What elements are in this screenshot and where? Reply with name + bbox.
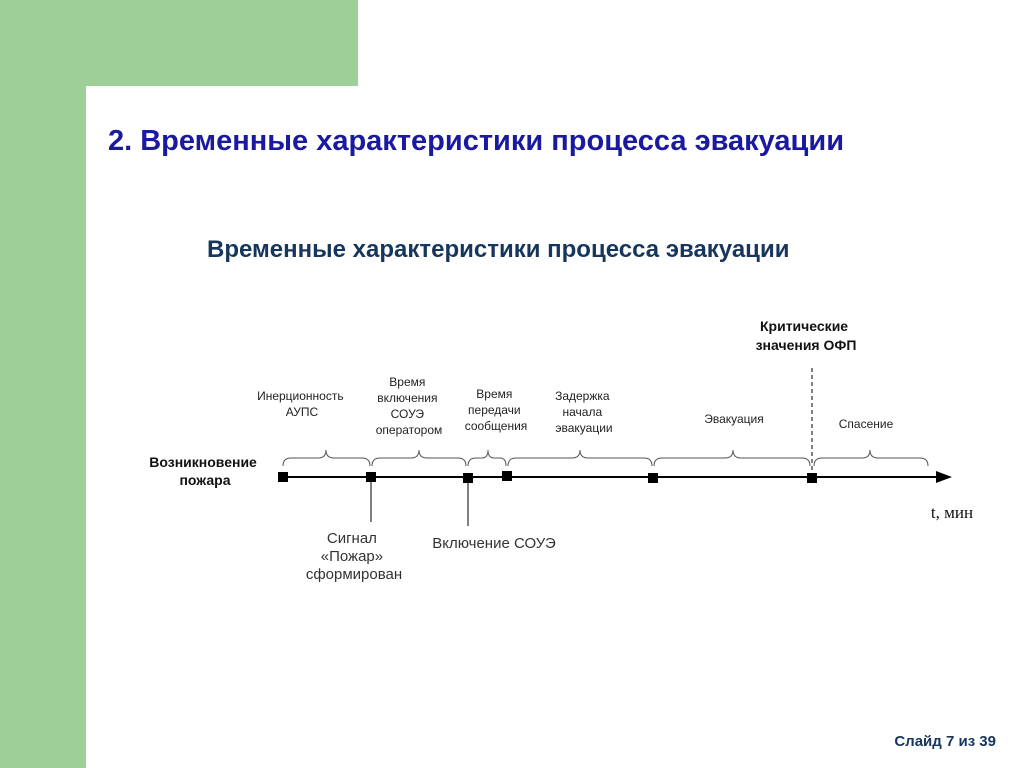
- timeline-marker-fire-start: [278, 472, 288, 482]
- timeline-marker-message: [502, 471, 512, 481]
- fire-start-label-line: Возникновение: [149, 454, 257, 470]
- timeline-marker-evacuation-start: [648, 473, 658, 483]
- event-label-line: «Пожар»: [321, 548, 383, 565]
- brace-activation: [371, 449, 467, 467]
- content-panel: [86, 86, 1024, 768]
- timeline-marker-critical: [807, 473, 817, 483]
- segment-label-rescue: Спасение: [839, 417, 894, 431]
- brace-inertia: [282, 449, 371, 467]
- time-axis-arrow: [936, 471, 952, 483]
- segment-label-transmission: Время передачи сообщения: [465, 387, 528, 433]
- segment-label-line: АУПС: [286, 405, 319, 419]
- green-side-band: [0, 0, 86, 768]
- segment-label-line: Время: [476, 387, 512, 401]
- segment-label-evacuation: Эвакуация: [704, 412, 764, 426]
- time-axis-label: t, мин: [931, 503, 973, 522]
- segment-label-line: Спасение: [839, 417, 894, 431]
- brace-delay: [507, 449, 653, 467]
- critical-values-label-line: значения ОФП: [756, 337, 857, 353]
- fire-start-label: Возникновение пожара: [149, 454, 260, 488]
- slide-counter: Слайд 7 из 39: [894, 733, 996, 750]
- critical-values-label: Критические значения ОФП: [756, 318, 857, 353]
- segment-label-line: сообщения: [465, 419, 528, 433]
- segment-label-line: передачи: [468, 403, 521, 417]
- event-label-line: Включение СОУЭ: [432, 535, 556, 552]
- segment-label-line: Время: [389, 375, 425, 389]
- segment-label-line: начала: [563, 405, 603, 419]
- brace-evacuation: [653, 449, 811, 467]
- brace-rescue: [813, 449, 929, 467]
- segment-label-activation: Время включения СОУЭ оператором: [376, 375, 443, 437]
- brace-transmission: [467, 449, 507, 467]
- event-label-line: сформирован: [306, 566, 402, 583]
- segment-label-inertia: Инерционность АУПС: [257, 389, 347, 419]
- event-label-signal: Сигнал «Пожар» сформирован: [306, 530, 402, 583]
- critical-values-label-line: Критические: [760, 318, 848, 334]
- segment-label-line: Инерционность: [257, 389, 344, 403]
- segment-label-line: включения: [377, 391, 437, 405]
- segment-label-line: Эвакуация: [704, 412, 764, 426]
- segment-label-line: СОУЭ: [391, 407, 425, 421]
- segment-label-line: оператором: [376, 423, 443, 437]
- segment-label-delay: Задержка начала эвакуации: [555, 389, 613, 435]
- segment-label-line: эвакуации: [555, 421, 612, 435]
- event-label-line: Сигнал: [327, 530, 377, 547]
- green-top-band: [0, 0, 358, 86]
- slide-title: 2. Временные характеристики процесса эва…: [108, 125, 845, 157]
- diagram-heading: Временные характеристики процесса эвакуа…: [207, 236, 790, 263]
- fire-start-label-line: пожара: [179, 472, 230, 488]
- timeline-marker-signal: [366, 472, 376, 482]
- segment-label-line: Задержка: [555, 389, 610, 403]
- event-label-soue: Включение СОУЭ: [432, 535, 556, 552]
- timeline-marker-soue: [463, 473, 473, 483]
